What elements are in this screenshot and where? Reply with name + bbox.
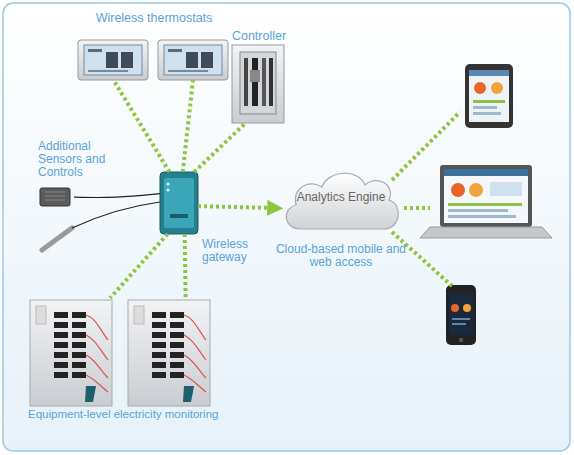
sensor-wire	[74, 194, 160, 198]
electrical-panel	[30, 300, 112, 406]
wireless-link	[110, 234, 167, 298]
frame	[3, 3, 570, 451]
thermostat-device	[78, 40, 148, 80]
node-label: Controller	[222, 30, 296, 43]
electrical-panel	[128, 300, 210, 406]
node-label: Equipment-level electricity monitoring	[28, 408, 258, 421]
node-label: Wireless gateway	[202, 238, 262, 264]
gateway-device	[160, 172, 198, 234]
controller-cabinet	[232, 45, 284, 123]
node-caption: Cloud-based mobile and web access	[264, 243, 418, 269]
node-label: Wireless thermostats	[76, 12, 232, 25]
gateway-node: Wireless gateway	[160, 172, 198, 234]
monitoring-group: Equipment-level electricity monitoring	[28, 298, 250, 424]
thermostat-device	[158, 40, 228, 80]
cloud-node: Analytics EngineCloud-based mobile and w…	[280, 165, 402, 237]
wireless-link	[113, 80, 169, 172]
sensor-device	[40, 188, 160, 250]
thermostat-group: Wireless thermostats	[76, 12, 232, 80]
node-label: Additional Sensors and Controls	[38, 140, 110, 179]
phone-device	[446, 285, 476, 345]
access-link	[392, 112, 460, 286]
controller-node: Controller	[230, 30, 288, 124]
sensor-group: Additional Sensors and Controls	[36, 140, 74, 250]
wireless-link	[183, 80, 193, 172]
tablet-device	[465, 64, 513, 128]
node-label: Analytics Engine	[296, 191, 386, 204]
wireless-link	[198, 206, 280, 208]
wireless-link	[183, 234, 188, 298]
laptop-device	[420, 165, 552, 238]
wireless-link	[194, 124, 244, 172]
